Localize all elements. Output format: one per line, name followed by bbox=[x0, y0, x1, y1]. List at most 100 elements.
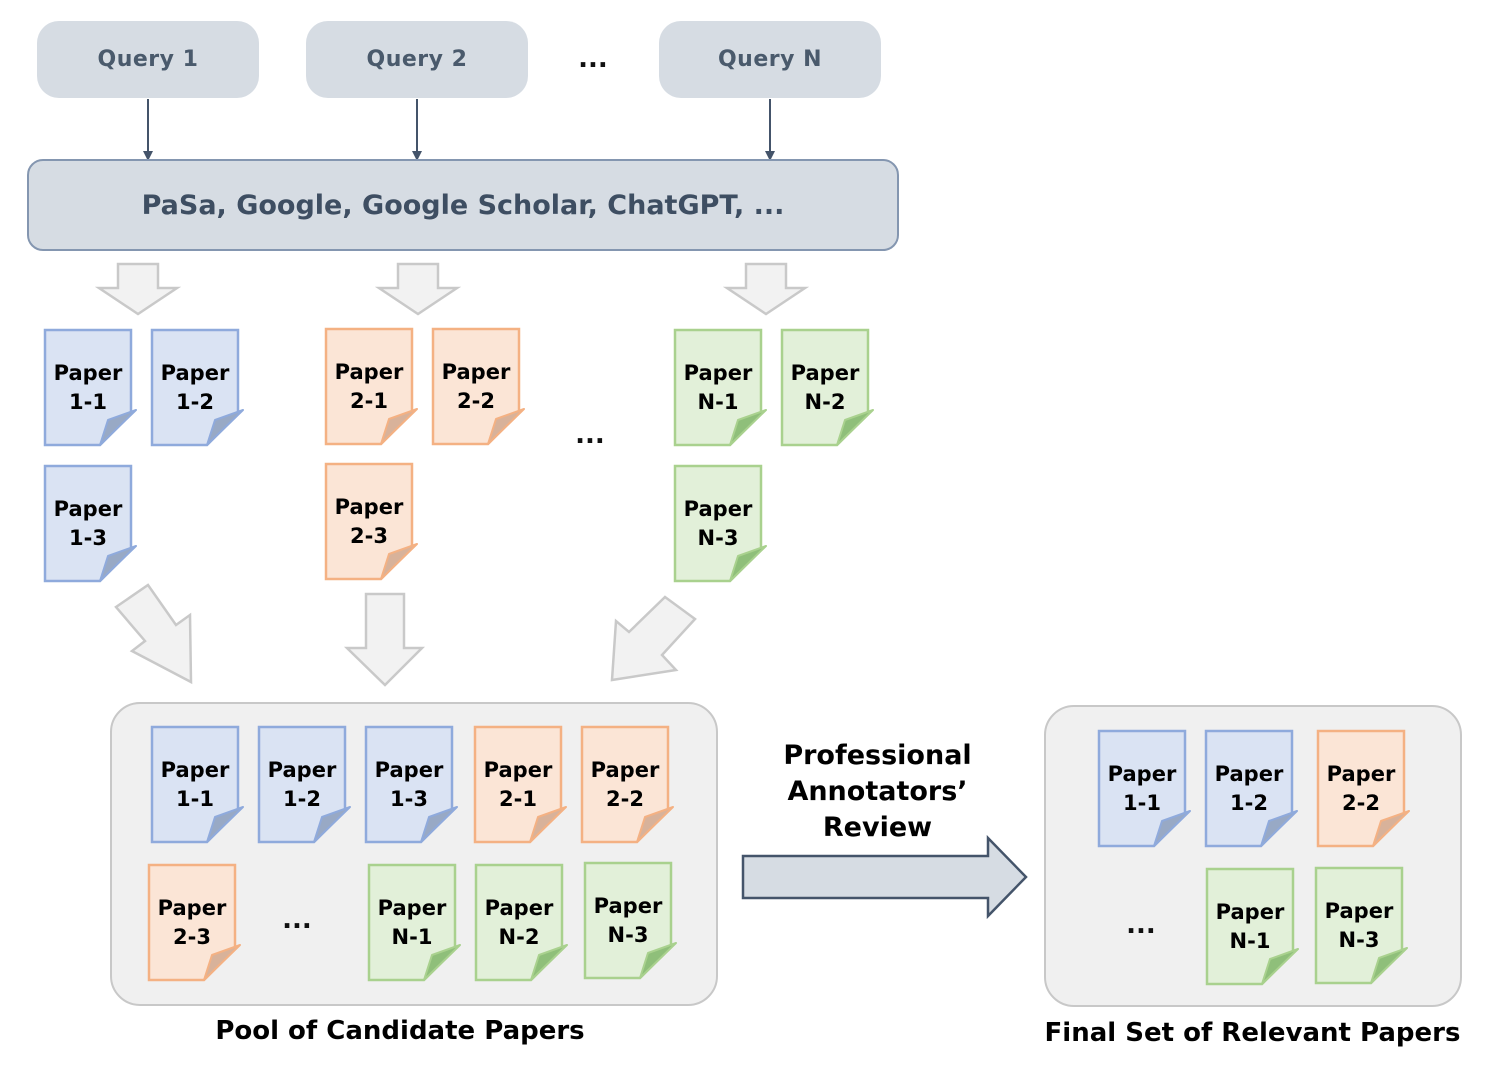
document-icon bbox=[324, 462, 418, 581]
paper-label: Paper 1-3 bbox=[365, 726, 453, 843]
engine-to-query2-arrow bbox=[374, 262, 462, 316]
paper-word: Paper bbox=[1214, 761, 1284, 786]
paper-id: 1-2 bbox=[1230, 790, 1268, 815]
review-label-line-1: Professional bbox=[783, 740, 972, 771]
paper-word: Paper bbox=[374, 757, 444, 782]
paper-word: Paper bbox=[683, 360, 753, 385]
document-icon bbox=[673, 328, 767, 447]
paper-word: Paper bbox=[441, 359, 511, 384]
document-icon bbox=[431, 327, 525, 446]
paper-id: 2-3 bbox=[350, 523, 388, 548]
review-label: Professional Annotators’ Review bbox=[760, 738, 995, 846]
final-ellipsis: ... bbox=[1126, 910, 1156, 940]
document-icon bbox=[1314, 866, 1408, 985]
block-arrows bbox=[94, 262, 810, 687]
paper-label: Paper 1-3 bbox=[44, 465, 132, 582]
paper-id: 1-3 bbox=[390, 786, 428, 811]
paper-id: N-1 bbox=[1229, 928, 1271, 953]
document-icon bbox=[364, 725, 458, 844]
paper-word: Paper bbox=[160, 757, 230, 782]
query-2-box: Query 2 bbox=[306, 21, 528, 98]
paper-word: Paper bbox=[1107, 761, 1177, 786]
document-icon bbox=[324, 327, 418, 446]
pool-paper-2-2: Paper 2-2 bbox=[580, 725, 674, 844]
paper-id: N-2 bbox=[498, 924, 540, 949]
review-label-line-3: Review bbox=[822, 812, 933, 843]
review-arrow bbox=[741, 835, 1028, 920]
paper-id: N-3 bbox=[697, 525, 739, 550]
pool-caption: Pool of Candidate Papers bbox=[215, 1016, 585, 1046]
retrieved-paper-1-3: Paper 1-3 bbox=[43, 464, 137, 583]
paper-label: Paper 1-1 bbox=[1098, 730, 1186, 847]
engine-to-queryn-arrow bbox=[722, 262, 810, 316]
document-icon bbox=[473, 725, 567, 844]
paper-id: N-1 bbox=[391, 924, 433, 949]
pool-paper-1-3: Paper 1-3 bbox=[364, 725, 458, 844]
document-icon bbox=[1316, 729, 1410, 848]
final-paper-1-2: Paper 1-2 bbox=[1204, 729, 1298, 848]
paper-word: Paper bbox=[377, 895, 447, 920]
query2-to-pool-arrow bbox=[343, 592, 426, 687]
query-n-box: Query N bbox=[659, 21, 881, 98]
retrieved-ellipsis: ... bbox=[575, 420, 605, 450]
document-icon bbox=[673, 464, 767, 583]
paper-id: N-3 bbox=[1338, 927, 1380, 952]
paper-word: Paper bbox=[1215, 899, 1285, 924]
final-paper-1-1: Paper 1-1 bbox=[1097, 729, 1191, 848]
document-icon bbox=[147, 863, 241, 982]
pool-ellipsis: ... bbox=[282, 905, 312, 935]
retrieved-paper-2-2: Paper 2-2 bbox=[431, 327, 525, 446]
paper-word: Paper bbox=[590, 757, 660, 782]
document-icon bbox=[583, 861, 677, 980]
paper-word: Paper bbox=[1324, 898, 1394, 923]
queryn-to-pool-arrow bbox=[610, 595, 697, 682]
query-arrows bbox=[143, 99, 775, 161]
paper-word: Paper bbox=[483, 757, 553, 782]
paper-word: Paper bbox=[593, 893, 663, 918]
document-icon bbox=[1204, 729, 1298, 848]
document-icon bbox=[257, 725, 351, 844]
document-icon bbox=[150, 725, 244, 844]
paper-label: Paper 1-2 bbox=[1205, 730, 1293, 847]
paper-word: Paper bbox=[157, 895, 227, 920]
paper-word: Paper bbox=[334, 494, 404, 519]
paper-id: 1-1 bbox=[1123, 790, 1161, 815]
paper-id: 2-3 bbox=[173, 924, 211, 949]
document-icon bbox=[150, 328, 244, 447]
paper-label: Paper 2-3 bbox=[325, 463, 413, 580]
paper-word: Paper bbox=[53, 496, 123, 521]
document-icon bbox=[780, 328, 874, 447]
paper-id: 2-2 bbox=[457, 388, 495, 413]
paper-word: Paper bbox=[484, 895, 554, 920]
pool-paper-2-3: Paper 2-3 bbox=[147, 863, 241, 982]
final-caption: Final Set of Relevant Papers bbox=[1044, 1018, 1461, 1048]
paper-label: Paper 2-3 bbox=[148, 864, 236, 981]
document-icon bbox=[367, 863, 461, 982]
paper-word: Paper bbox=[53, 360, 123, 385]
query-ellipsis: ... bbox=[578, 44, 608, 74]
paper-id: 2-2 bbox=[606, 786, 644, 811]
document-icon bbox=[43, 464, 137, 583]
paper-id: 1-3 bbox=[69, 525, 107, 550]
